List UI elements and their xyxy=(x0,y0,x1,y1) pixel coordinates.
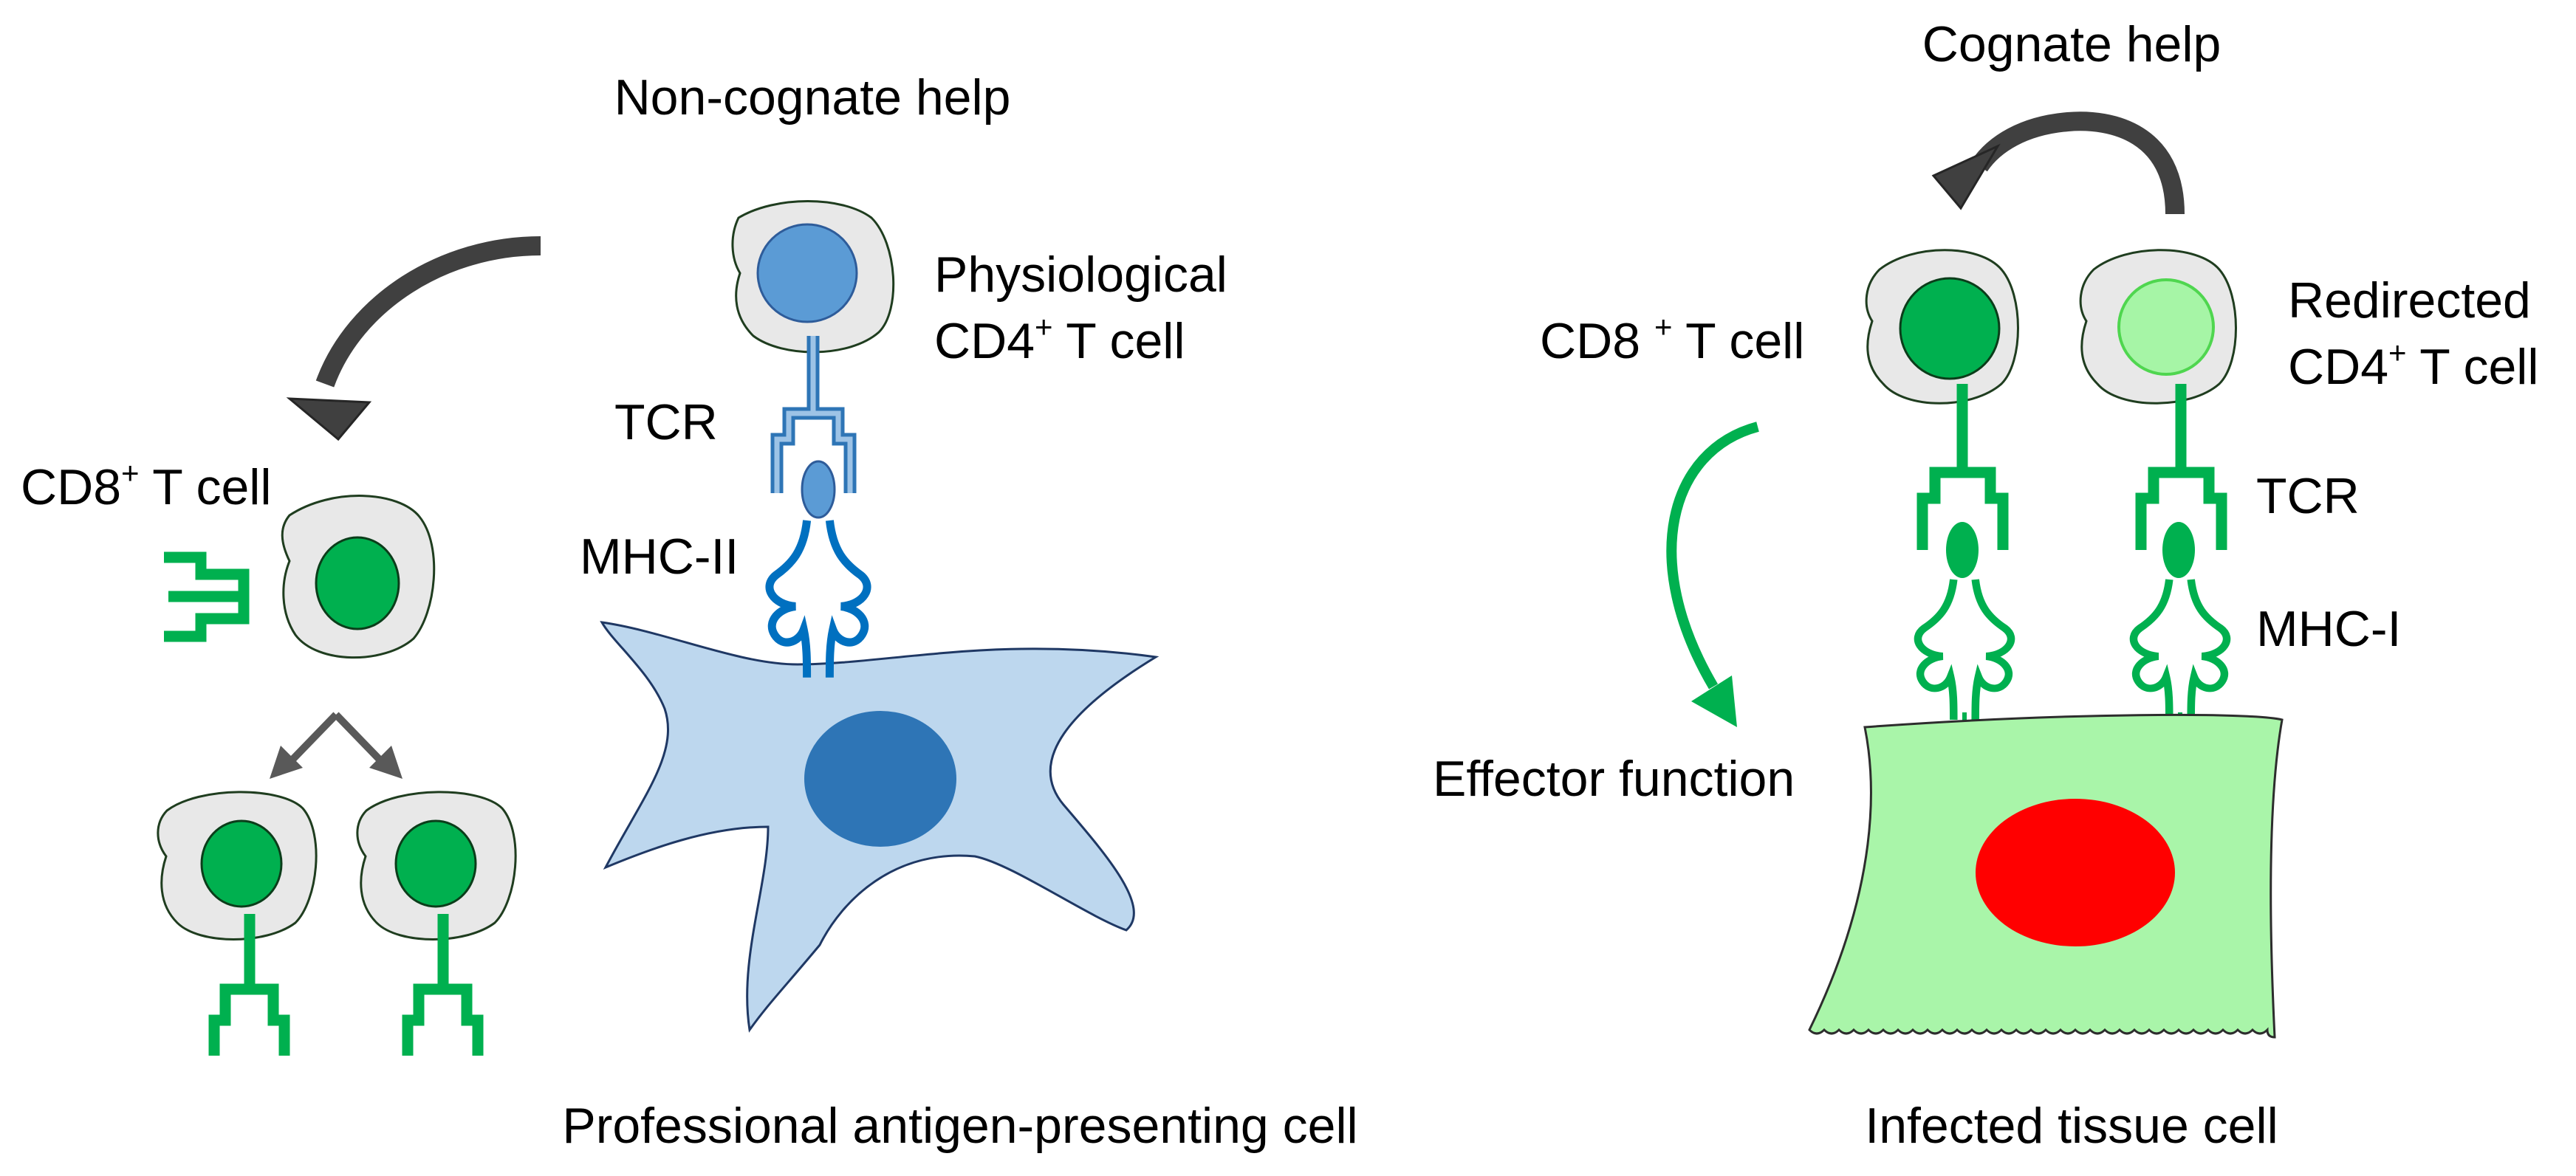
infected-cell-nucleus xyxy=(1976,799,2175,946)
tcr-receptor xyxy=(164,551,250,642)
cd8-nucleus xyxy=(394,819,477,908)
effector-arrow-icon xyxy=(1666,422,1759,727)
cd4-nucleus xyxy=(756,223,858,323)
tcr-label-left: TCR xyxy=(614,394,718,450)
mhc-ii-label: MHC-II xyxy=(580,529,739,585)
mhc-i-label: MHC-I xyxy=(2256,601,2401,657)
cognate-help-label: Cognate help xyxy=(1922,16,2222,72)
cd8-t-cell-left-label: CD8+ T cell xyxy=(21,455,271,515)
infected-tissue-cell-label: Infected tissue cell xyxy=(1865,1098,2278,1154)
physiological-cd4-t-cell xyxy=(731,200,895,493)
redirected-cd4-label: CD4+ T cell xyxy=(2288,335,2538,395)
split-arrow-icon xyxy=(270,712,402,779)
non-cognate-help-label: Non-cognate help xyxy=(614,69,1011,125)
cd8-nucleus xyxy=(1899,277,2001,380)
peptide-antigen xyxy=(2162,522,2195,578)
curved-help-arrow-icon xyxy=(315,236,541,388)
cognate-help-arrow xyxy=(1931,111,2185,215)
effector-function-label: Effector function xyxy=(1433,751,1795,807)
tcr-label-right: TCR xyxy=(2256,468,2360,524)
peptide-antigen xyxy=(1946,522,1979,578)
apc-nucleus xyxy=(804,711,956,847)
arrowhead-icon xyxy=(286,397,372,441)
peptide-antigen xyxy=(801,460,836,519)
cd8-nucleus xyxy=(200,819,283,908)
redirected-cd4-t-cell xyxy=(2079,249,2237,754)
curved-help-arrow-icon xyxy=(1971,111,2185,215)
arrowhead-icon xyxy=(1931,143,2001,210)
professional-apc xyxy=(600,621,1159,1033)
professional-apc-label: Professional antigen-presenting cell xyxy=(562,1098,1357,1154)
cd8-nucleus xyxy=(315,536,400,630)
redirected-label: Redirected xyxy=(2288,272,2531,329)
cd8-t-cell-right-label: CD8 + T cell xyxy=(1540,309,1804,369)
cd8-t-cell-right xyxy=(1865,249,2019,757)
tcr-receptor xyxy=(1916,384,2009,550)
physiological-label: Physiological xyxy=(934,247,1227,303)
physiological-cd4-label: CD4+ T cell xyxy=(934,309,1185,369)
cd8-t-cell-left xyxy=(164,495,436,659)
tcr-receptor xyxy=(208,914,290,1056)
redirected-cd4-nucleus xyxy=(2117,278,2215,376)
mhc-ii-molecule xyxy=(770,460,867,678)
daughter-cd8-cell-1 xyxy=(157,791,318,1056)
non-cognate-help-arrow xyxy=(286,236,541,441)
daughter-cd8-cell-2 xyxy=(356,791,517,1056)
infected-tissue-cell xyxy=(1808,713,2284,1039)
tcr-receptor xyxy=(2135,384,2227,550)
tcr-receptor xyxy=(402,914,484,1056)
